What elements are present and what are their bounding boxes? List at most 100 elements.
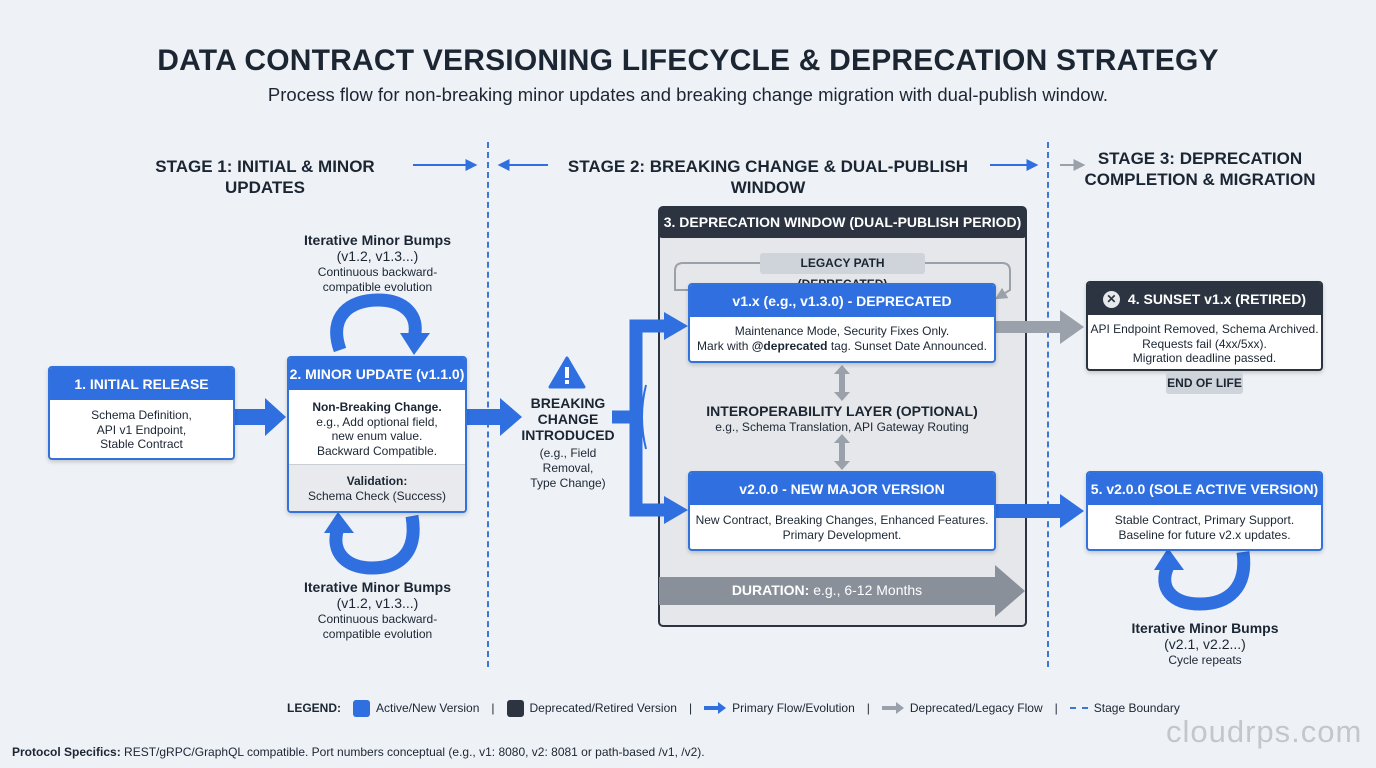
- breaking-line1: BREAKING: [530, 395, 606, 411]
- minor-update-line1: Non-Breaking Change.: [312, 400, 442, 414]
- minor-update-card: 2. MINOR UPDATE (v1.1.0) Non-Breaking Ch…: [287, 356, 467, 513]
- legend-active-swatch: [353, 699, 370, 717]
- legend-legacy-text: Deprecated/Legacy Flow: [909, 701, 1043, 715]
- deprecation-window-header-bg: [659, 207, 1026, 238]
- minor-bumps-bottom-heading: Iterative Minor Bumps: [303, 579, 452, 595]
- stage-3-title: STAGE 3: DEPRECATION COMPLETION & MIGRAT…: [1080, 148, 1320, 190]
- minor-bumps-bottom-versions: (v1.2, v1.3...): [336, 595, 419, 611]
- sunset-line1: API Endpoint Removed, Schema Archived.: [1090, 322, 1319, 336]
- duration-label-value: e.g., 6-12 Months: [813, 582, 923, 598]
- v2-loop: [1158, 551, 1251, 611]
- minor-bumps-top-note: Iterative Minor Bumps (v1.2, v1.3...) Co…: [300, 232, 455, 295]
- v1-deprecated-card: v1.x (e.g., v1.3.0) - DEPRECATED Mainten…: [688, 283, 996, 363]
- legend-separator: |: [1054, 701, 1058, 715]
- footer-label: Protocol Specifics:: [12, 745, 121, 759]
- minor-update-validation: Validation: Schema Check (Success): [289, 464, 465, 511]
- duration-label-key: DURATION:: [731, 582, 810, 598]
- stage-1-title: STAGE 1: INITIAL & MINOR UPDATES: [155, 157, 375, 197]
- v1-deprecated-line1: Maintenance Mode, Security Fixes Only.: [734, 324, 950, 338]
- legend: LEGEND: Active/New Version | Deprecated/…: [287, 698, 1180, 718]
- minor-update-title: 2. MINOR UPDATE (v1.1.0): [289, 358, 465, 390]
- initial-release-line1: Schema Definition,: [91, 408, 192, 422]
- breaking-line3: INTRODUCED: [521, 427, 615, 443]
- fork-lower-head: [664, 496, 688, 524]
- sole-active-line2: Baseline for future v2.x updates.: [1118, 527, 1291, 542]
- minor-loop-bottom: [329, 514, 420, 575]
- sunset-header: ✕ 4. SUNSET v1.x (RETIRED): [1088, 283, 1321, 315]
- legend-boundary-text: Stage Boundary: [1093, 701, 1180, 715]
- minor-bumps-top-line2: compatible evolution: [322, 280, 433, 294]
- minor-bumps-top-heading: Iterative Minor Bumps: [303, 232, 452, 248]
- sole-active-card: 5. v2.0.0 (SOLE ACTIVE VERSION) Stable C…: [1086, 471, 1323, 551]
- legend-primary-text: Primary Flow/Evolution: [732, 701, 855, 715]
- legend-separator: |: [491, 701, 495, 715]
- duration-arrow-shape: [659, 565, 1025, 617]
- validation-text: Schema Check (Success): [307, 488, 447, 503]
- minor-loop-bottom-head: [324, 512, 354, 533]
- v2-major-card: v2.0.0 - NEW MAJOR VERSION New Contract,…: [688, 471, 996, 551]
- legend-separator: |: [688, 701, 693, 715]
- interop-title: INTEROPERABILITY LAYER (OPTIONAL): [706, 403, 978, 419]
- legend-deprecated-text: Deprecated/Retired Version: [529, 701, 677, 715]
- v2-major-line1: New Contract, Breaking Changes, Enhanced…: [695, 513, 989, 527]
- minor-bumps-bottom-note: Iterative Minor Bumps (v1.2, v1.3...) Co…: [300, 579, 455, 642]
- initial-release-line2: API v1 Endpoint,: [96, 422, 187, 437]
- legacy-path-left-line: [674, 262, 760, 291]
- stage-2-title: STAGE 2: BREAKING CHANGE & DUAL-PUBLISH …: [567, 157, 969, 197]
- stage-3-title-line2: COMPLETION & MIGRATION: [1084, 170, 1316, 189]
- footer-note: Protocol Specifics: REST/gRPC/GraphQL co…: [12, 745, 705, 759]
- minor-bumps-bottom-line1: Continuous backward-: [317, 612, 438, 626]
- v2-major-title: v2.0.0 - NEW MAJOR VERSION: [690, 473, 994, 505]
- duration-label: DURATION: e.g., 6-12 Months: [659, 582, 995, 598]
- legend-separator: |: [866, 701, 870, 715]
- watermark: cloudrps.com: [1166, 714, 1363, 749]
- validation-label: Validation:: [346, 474, 408, 488]
- sunset-line3: Migration deadline passed.: [1132, 351, 1277, 365]
- sunset-line2: Requests fail (4xx/5xx).: [1142, 336, 1267, 351]
- footer-text: REST/gRPC/GraphQL compatible. Port numbe…: [124, 745, 705, 759]
- page-subtitle: Process flow for non-breaking minor upda…: [267, 84, 1109, 105]
- v1-deprecated-line2-post: tag. Sunset Date Announced.: [830, 338, 987, 353]
- arrow-deprecated-to-sunset: [996, 310, 1084, 344]
- interop-arrow-bottom: [834, 434, 850, 470]
- legacy-path-pill: LEGACY PATH (DEPRECATED): [760, 253, 925, 291]
- initial-release-title: 1. INITIAL RELEASE (v1.0.0): [50, 368, 233, 424]
- minor-bumps-top-line1: Continuous backward-: [317, 265, 438, 279]
- stage-boundary-1: [487, 142, 489, 667]
- sole-active-title: 5. v2.0.0 (SOLE ACTIVE VERSION): [1088, 473, 1321, 505]
- v1-deprecated-title: v1.x (e.g., v1.3.0) - DEPRECATED: [690, 285, 994, 317]
- v2-bumps-heading: Iterative Minor Bumps: [1131, 620, 1279, 636]
- fork-lower: [629, 417, 668, 517]
- end-of-life-badge: END OF LIFE: [1166, 372, 1243, 394]
- minor-loop-top-head: [400, 333, 430, 355]
- fork-upper: [612, 319, 668, 424]
- warning-icon: [548, 356, 586, 389]
- minor-bumps-top-versions: (v1.2, v1.3...): [336, 248, 419, 264]
- close-circle-icon: ✕: [1102, 290, 1120, 308]
- breaking-example2: Type Change): [530, 476, 606, 490]
- arrow-minor-to-breaking: [467, 398, 522, 436]
- sole-active-line1: Stable Contract, Primary Support.: [1114, 513, 1295, 527]
- interop-arrow-top: [834, 365, 850, 401]
- minor-update-line3: new enum value.: [331, 429, 423, 443]
- legend-boundary-icon: [1069, 707, 1088, 709]
- fork-upper-head: [664, 312, 688, 340]
- v2-bumps-note: Iterative Minor Bumps (v2.1, v2.2...) Cy…: [1126, 620, 1284, 668]
- fork-brace: [641, 384, 647, 450]
- breaking-change-label: BREAKING CHANGE INTRODUCED (e.g., Field …: [514, 395, 622, 491]
- minor-loop-top: [330, 293, 422, 353]
- minor-update-line2: e.g., Add optional field,: [316, 414, 438, 429]
- v1-deprecated-line2: Mark with @deprecated tag. Sunset Date A…: [690, 339, 994, 354]
- interop-layer: INTEROPERABILITY LAYER (OPTIONAL) e.g., …: [688, 403, 996, 435]
- breaking-line2: CHANGE: [537, 411, 599, 427]
- legacy-path-right-line: [925, 262, 1011, 300]
- initial-release-line3: Stable Contract: [100, 437, 183, 451]
- breaking-example1: (e.g., Field Removal,: [539, 446, 597, 475]
- v2-bumps-versions: (v2.1, v2.2...): [1164, 636, 1246, 652]
- minor-update-line4: Backward Compatible.: [316, 443, 438, 458]
- legend-primary-arrow-icon: [704, 702, 727, 714]
- legend-label: LEGEND:: [287, 701, 341, 715]
- deprecation-window-title: 3. DEPRECATION WINDOW (DUAL-PUBLISH PERI…: [663, 214, 1022, 230]
- v1-deprecated-line2-pre: Mark with: [697, 338, 749, 353]
- minor-bumps-bottom-line2: compatible evolution: [322, 627, 433, 641]
